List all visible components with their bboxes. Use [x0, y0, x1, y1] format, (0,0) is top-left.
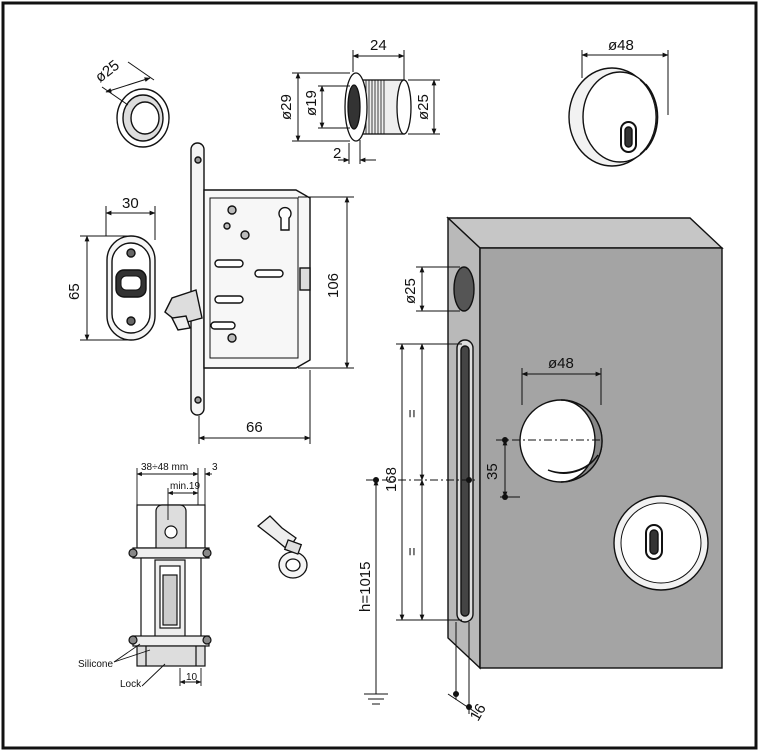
door-block-drawing	[446, 216, 724, 670]
knob-drawing	[116, 88, 170, 148]
plate-width-label: 30	[122, 195, 139, 212]
rosette-dimension	[581, 50, 669, 115]
cylinder-dimensions	[292, 50, 440, 164]
height-1015-label: h=1015	[357, 562, 374, 612]
door-block-dimensions	[364, 266, 602, 715]
lock-height-label: 106	[325, 273, 342, 298]
edge-16-label: 16	[467, 701, 490, 724]
hole-25-label: ø25	[402, 278, 419, 304]
eq-top-label: =	[404, 409, 421, 418]
door-section-drawing	[128, 504, 212, 667]
door-range-label: 38÷48 mm	[141, 462, 188, 473]
plate-height-label: 65	[66, 283, 83, 300]
cyl-length-label: 24	[370, 37, 387, 54]
rosette-drawing	[568, 67, 659, 167]
cyl-inner-label: ø19	[303, 90, 320, 116]
lock-label: Lock	[120, 679, 142, 690]
offset-35-label: 35	[484, 463, 501, 480]
cut-48-label: ø48	[548, 355, 574, 372]
gap-3-label: 3	[212, 462, 218, 473]
slot-168-label: 168	[383, 467, 400, 492]
silicone-label: Silicone	[78, 659, 113, 670]
rosette-dia-label: ø48	[608, 37, 634, 54]
cylinder-drawing	[344, 72, 412, 142]
min-19-label: min.19	[170, 481, 200, 492]
section-dimensions	[113, 468, 212, 687]
plate-dimensions	[80, 206, 156, 341]
cyl-flange-label: 2	[333, 145, 341, 162]
cyl-outer-label: ø29	[278, 94, 295, 120]
lock-dimensions	[198, 196, 354, 444]
knob-dia-label: ø25	[92, 57, 123, 86]
dimension-dots	[373, 437, 508, 710]
eq-bottom-label: =	[404, 547, 421, 556]
oval-plate-drawing	[106, 235, 156, 341]
mortise-lock-drawing	[164, 142, 311, 416]
key-drawing	[256, 515, 308, 579]
lock-depth-label: 66	[246, 419, 263, 436]
dim-10-label: 10	[186, 672, 198, 683]
cyl-body-label: ø25	[415, 94, 432, 120]
